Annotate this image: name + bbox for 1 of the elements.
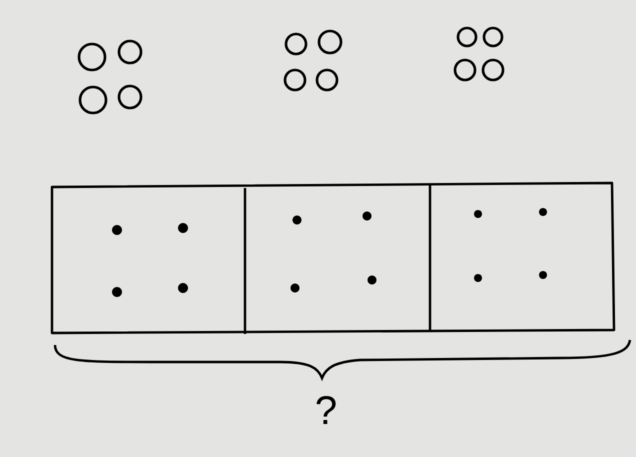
question-mark: ? bbox=[316, 396, 336, 424]
